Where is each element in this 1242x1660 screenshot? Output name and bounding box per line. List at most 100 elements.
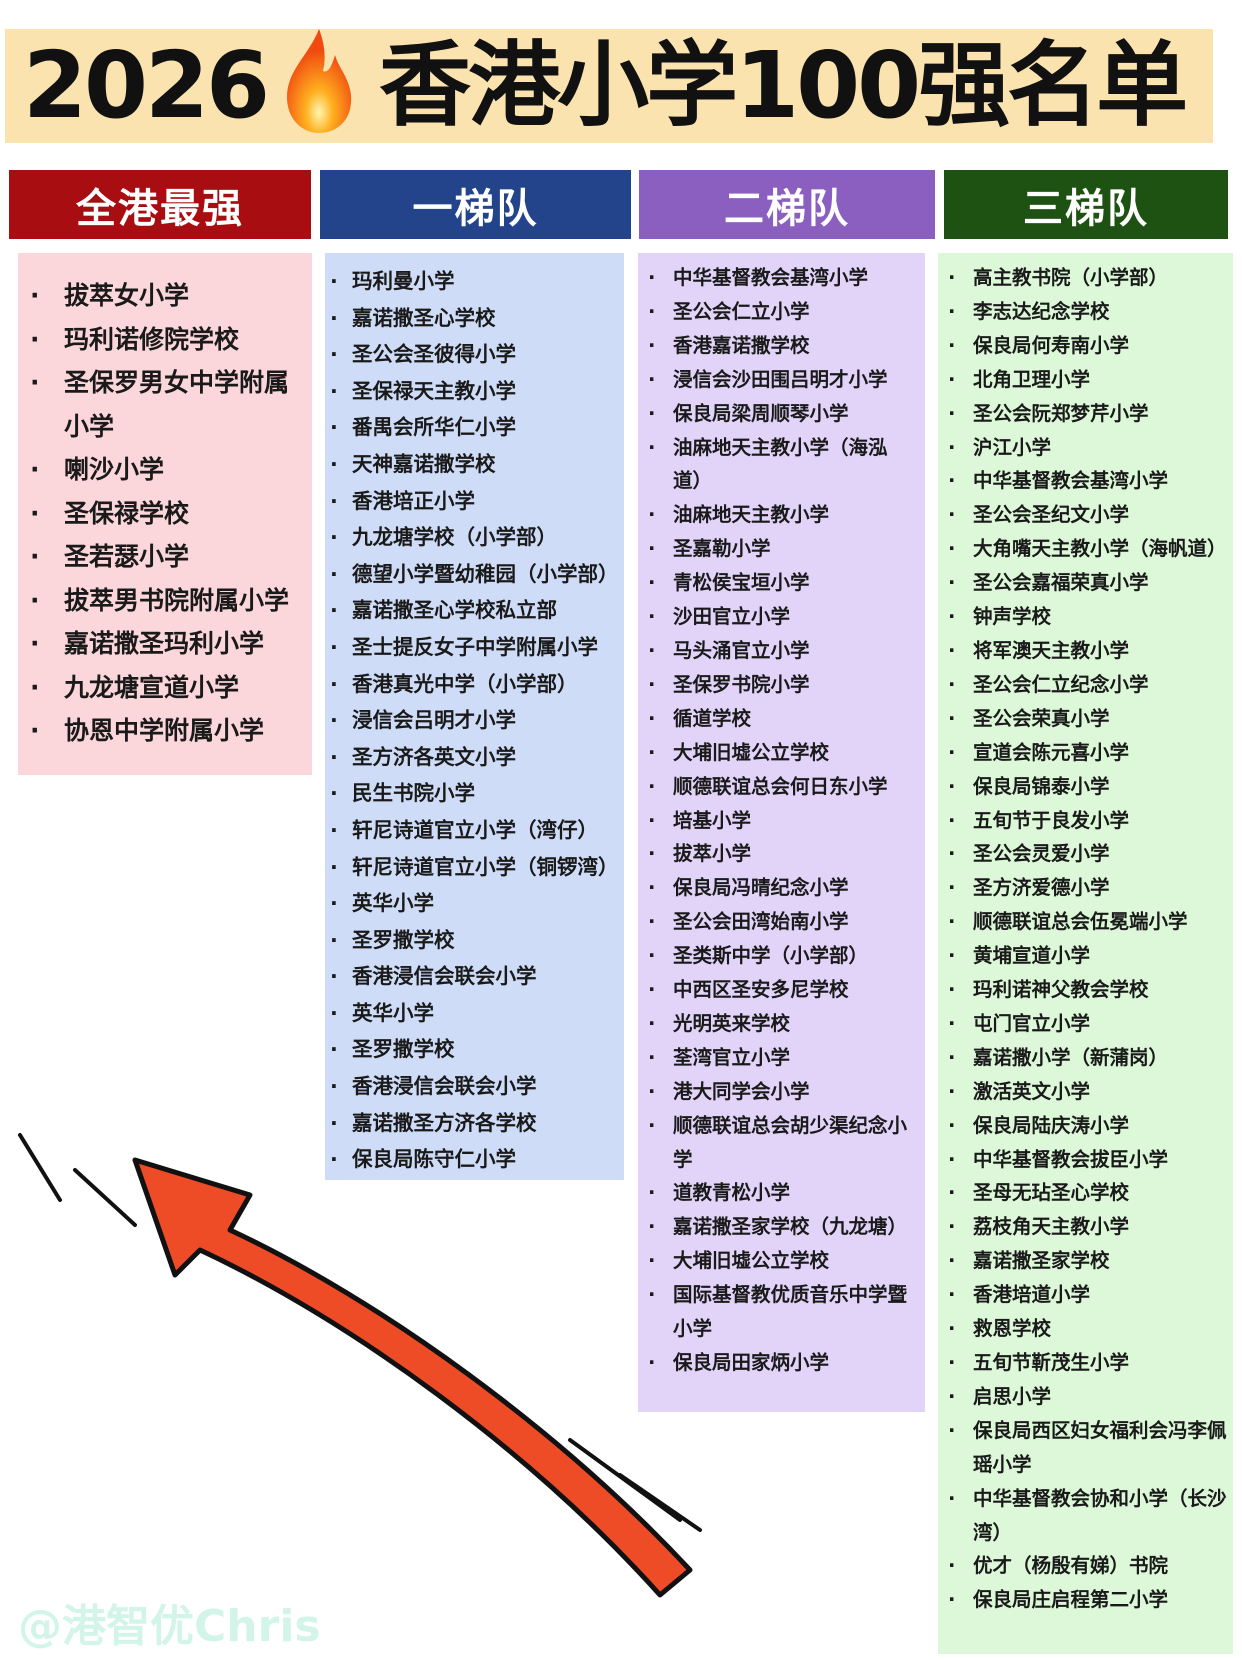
school-item: 圣公会阮郑梦芹小学 <box>948 397 1227 431</box>
school-item: 圣方济爱德小学 <box>948 871 1227 905</box>
school-item: 荔枝角天主教小学 <box>948 1210 1227 1244</box>
school-item: 嘉诺撒圣方济各学校 <box>330 1105 624 1142</box>
school-item: 顺德联谊总会胡少渠纪念小学 <box>648 1109 915 1177</box>
school-item: 圣保禄学校 <box>30 492 302 536</box>
school-item: 香港浸信会联会小学 <box>330 1068 624 1105</box>
school-item: 顺德联谊总会何日东小学 <box>648 770 915 804</box>
school-item: 救恩学校 <box>948 1312 1227 1346</box>
school-item: 中华基督教会基湾小学 <box>648 261 915 295</box>
school-item: 保良局西区妇女福利会冯李佩瑶小学 <box>948 1414 1227 1482</box>
school-item: 圣公会圣纪文小学 <box>948 498 1227 532</box>
school-item: 英华小学 <box>330 885 624 922</box>
school-item: 启思小学 <box>948 1380 1227 1414</box>
school-item: 五旬节于良发小学 <box>948 804 1227 838</box>
school-item: 油麻地天主教小学 <box>648 498 915 532</box>
school-item: 圣嘉勒小学 <box>648 532 915 566</box>
school-item: 培基小学 <box>648 804 915 838</box>
school-item: 圣公会圣彼得小学 <box>330 336 624 373</box>
school-item: 喇沙小学 <box>30 448 302 492</box>
school-item: 天神嘉诺撒学校 <box>330 446 624 483</box>
school-item: 大埔旧墟公立学校 <box>648 736 915 770</box>
school-item: 香港真光中学（小学部） <box>330 666 624 703</box>
school-item: 钟声学校 <box>948 600 1227 634</box>
school-item: 顺德联谊总会伍冕端小学 <box>948 905 1227 939</box>
school-item: 港大同学会小学 <box>648 1075 915 1109</box>
school-item: 屯门官立小学 <box>948 1007 1227 1041</box>
school-item: 中西区圣安多尼学校 <box>648 973 915 1007</box>
school-item: 浸信会沙田围吕明才小学 <box>648 363 915 397</box>
school-item: 北角卫理小学 <box>948 363 1227 397</box>
school-item: 圣若瑟小学 <box>30 535 302 579</box>
title-year: 2026 <box>23 32 270 139</box>
school-item: 玛利诺神父教会学校 <box>948 973 1227 1007</box>
school-item: 香港浸信会联会小学 <box>330 958 624 995</box>
school-item: 九龙塘宣道小学 <box>30 666 302 710</box>
school-item: 番禺会所华仁小学 <box>330 409 624 446</box>
tier-header-2: 二梯队 <box>639 170 935 239</box>
school-item: 沙田官立小学 <box>648 600 915 634</box>
fire-icon <box>287 29 352 133</box>
title-text: 香港小学100强名单 <box>379 32 1188 139</box>
school-item: 宣道会陈元喜小学 <box>948 736 1227 770</box>
school-item: 保良局陆庆涛小学 <box>948 1109 1227 1143</box>
tier-3-list: 高主教书院（小学部）李志达纪念学校保良局何寿南小学北角卫理小学圣公会阮郑梦芹小学… <box>938 253 1233 1654</box>
school-item: 马头涌官立小学 <box>648 634 915 668</box>
school-item: 优才（杨殷有娣）书院 <box>948 1549 1227 1583</box>
school-item: 香港培道小学 <box>948 1278 1227 1312</box>
school-item: 圣母无玷圣心学校 <box>948 1176 1227 1210</box>
school-item: 将军澳天主教小学 <box>948 634 1227 668</box>
school-item: 玛利曼小学 <box>330 263 624 300</box>
tier-1-list: 玛利曼小学嘉诺撒圣心学校圣公会圣彼得小学圣保禄天主教小学番禺会所华仁小学天神嘉诺… <box>325 253 624 1180</box>
school-item: 香港培正小学 <box>330 483 624 520</box>
school-item: 大角嘴天主教小学（海帆道） <box>948 532 1227 566</box>
school-item: 油麻地天主教小学（海泓道） <box>648 431 915 499</box>
tier-top-list: 拔萃女小学玛利诺修院学校圣保罗男女中学附属小学喇沙小学圣保禄学校圣若瑟小学拔萃男… <box>18 253 312 775</box>
school-item: 九龙塘学校（小学部） <box>330 519 624 556</box>
school-item: 拔萃女小学 <box>30 274 302 318</box>
school-item: 中华基督教会拔臣小学 <box>948 1143 1227 1177</box>
school-item: 李志达纪念学校 <box>948 295 1227 329</box>
title-banner: 2026 香港小学100强名单 <box>5 29 1213 143</box>
tier-header-1: 一梯队 <box>320 170 631 239</box>
tier-2-list: 中华基督教会基湾小学圣公会仁立小学香港嘉诺撒学校浸信会沙田围吕明才小学保良局梁周… <box>638 253 925 1412</box>
school-item: 圣公会嘉福荣真小学 <box>948 566 1227 600</box>
school-item: 圣士提反女子中学附属小学 <box>330 629 624 666</box>
school-item: 轩尼诗道官立小学（湾仔） <box>330 812 624 849</box>
school-item: 嘉诺撒圣家学校 <box>948 1244 1227 1278</box>
school-item: 保良局陈守仁小学 <box>330 1141 624 1178</box>
school-item: 圣保禄天主教小学 <box>330 373 624 410</box>
school-item: 保良局何寿南小学 <box>948 329 1227 363</box>
school-item: 高主教书院（小学部） <box>948 261 1227 295</box>
school-item: 保良局庄启程第二小学 <box>948 1583 1227 1617</box>
school-item: 圣方济各英文小学 <box>330 739 624 776</box>
school-item: 保良局锦泰小学 <box>948 770 1227 804</box>
school-item: 道教青松小学 <box>648 1176 915 1210</box>
school-item: 嘉诺撒圣玛利小学 <box>30 622 302 666</box>
school-item: 中华基督教会基湾小学 <box>948 464 1227 498</box>
school-item: 五旬节靳茂生小学 <box>948 1346 1227 1380</box>
school-item: 拔萃男书院附属小学 <box>30 579 302 623</box>
school-item: 德望小学暨幼稚园（小学部） <box>330 556 624 593</box>
school-item: 激活英文小学 <box>948 1075 1227 1109</box>
school-item: 保良局田家炳小学 <box>648 1346 915 1380</box>
school-item: 轩尼诗道官立小学（铜锣湾） <box>330 849 624 886</box>
tier-header-top: 全港最强 <box>9 170 311 239</box>
school-item: 循道学校 <box>648 702 915 736</box>
school-item: 光明英来学校 <box>648 1007 915 1041</box>
school-item: 协恩中学附属小学 <box>30 709 302 753</box>
school-item: 国际基督教优质音乐中学暨小学 <box>648 1278 915 1346</box>
school-item: 黄埔宣道小学 <box>948 939 1227 973</box>
school-item: 圣公会仁立小学 <box>648 295 915 329</box>
school-item: 圣公会仁立纪念小学 <box>948 668 1227 702</box>
school-item: 浸信会吕明才小学 <box>330 702 624 739</box>
school-item: 玛利诺修院学校 <box>30 318 302 362</box>
tier-header-3: 三梯队 <box>944 170 1228 239</box>
school-item: 圣罗撒学校 <box>330 922 624 959</box>
school-item: 青松侯宝垣小学 <box>648 566 915 600</box>
school-item: 嘉诺撒圣心学校 <box>330 300 624 337</box>
school-item: 荃湾官立小学 <box>648 1041 915 1075</box>
school-item: 圣公会荣真小学 <box>948 702 1227 736</box>
school-item: 保良局冯晴纪念小学 <box>648 871 915 905</box>
school-item: 大埔旧墟公立学校 <box>648 1244 915 1278</box>
school-item: 圣保罗书院小学 <box>648 668 915 702</box>
